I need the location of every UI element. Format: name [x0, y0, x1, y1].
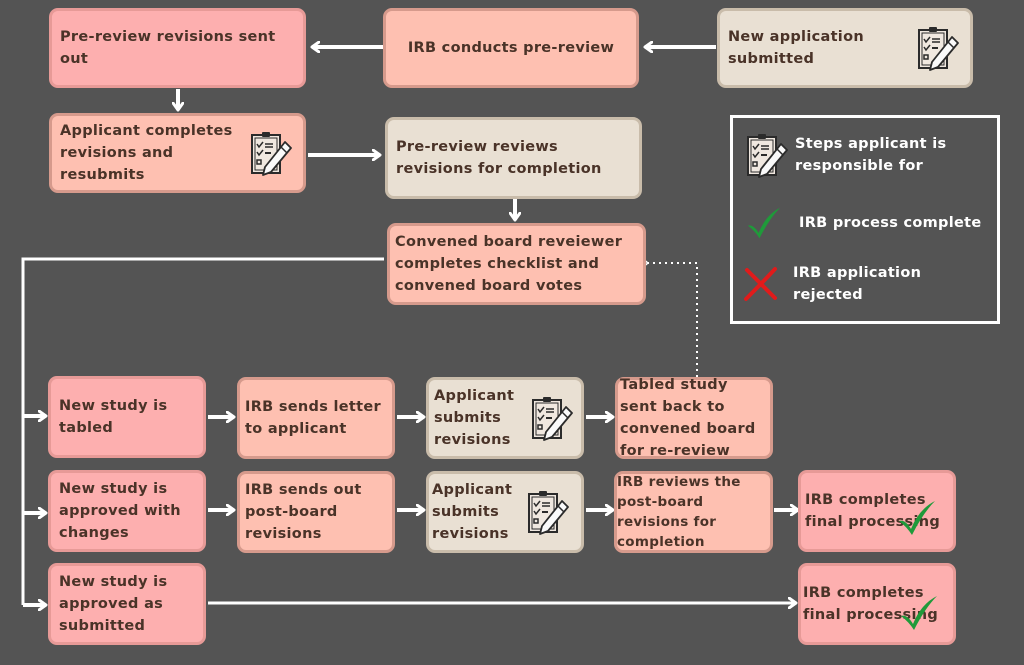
node-label: IRB completes final processing [803, 585, 939, 623]
legend-label: IRB application rejected [793, 265, 922, 303]
node-label: New application submitted [728, 29, 864, 67]
node-approved-submitted: New study is approved as submitted [48, 563, 206, 645]
node-label: IRB sends out post-board revisions [245, 482, 362, 542]
edge-sentback-to-board-dotted [642, 258, 698, 377]
node-convened-board: Convened board reveiewer completes check… [387, 223, 646, 305]
clipboard-icon [528, 490, 569, 535]
checkmark-icon [747, 207, 781, 239]
node-label: Convened board reveiewer completes check… [395, 234, 623, 294]
node-label: IRB conducts pre-review [407, 40, 615, 56]
node-applicant-completes: Applicant completes revisions and resubm… [49, 113, 306, 193]
clipboard-icon [918, 26, 959, 71]
node-applicant-submits-1: Applicant submits revisions [426, 377, 584, 459]
node-label: New study is tabled [59, 398, 168, 436]
node-label: IRB sends letter to applicant [245, 399, 381, 437]
cross-icon [744, 267, 777, 301]
node-label: Applicant submits revisions [434, 388, 515, 448]
clipboard-icon [532, 396, 573, 441]
node-label: Applicant submits revisions [432, 482, 513, 542]
node-label: Applicant completes revisions and resubm… [60, 123, 233, 183]
node-new-application: New application submitted [717, 8, 973, 88]
clipboard-icon [747, 133, 788, 178]
edge-board-trunk [21, 257, 384, 605]
legend-item-applicant: Steps applicant is responsible for [745, 132, 955, 178]
legend-label: Steps applicant is responsible for [795, 136, 947, 174]
node-sends-letter: IRB sends letter to applicant [237, 377, 395, 459]
node-applicant-submits-2: Applicant submits revisions [426, 471, 584, 553]
node-final-processing-1: IRB completes final processing [798, 470, 956, 552]
node-label: Tabled study sent back to convened board… [620, 377, 756, 459]
node-tabled-sent-back: Tabled study sent back to convened board… [615, 377, 773, 459]
node-label: IRB reviews the post-board revisions for… [617, 474, 741, 550]
legend-item-rejected: IRB application rejected [743, 262, 933, 306]
node-irb-reviews-postboard: IRB reviews the post-board revisions for… [614, 471, 773, 553]
node-label: Pre-review reviews revisions for complet… [396, 139, 602, 177]
node-label: New study is approved as submitted [59, 574, 168, 634]
node-prereview-revisions-sent: Pre-review revisions sent out [49, 8, 306, 88]
node-approved-changes: New study is approved with changes [48, 470, 206, 552]
node-prereview-reviews: Pre-review reviews revisions for complet… [385, 117, 642, 199]
node-sends-postboard: IRB sends out post-board revisions [237, 471, 395, 553]
node-label: Pre-review revisions sent out [60, 29, 276, 67]
node-irb-prereview: IRB conducts pre-review [383, 8, 639, 88]
node-label: New study is approved with changes [59, 481, 181, 541]
checkmark-icon [901, 596, 937, 630]
node-tabled: New study is tabled [48, 376, 206, 458]
checkmark-icon [899, 501, 935, 535]
legend-item-complete: IRB process complete [745, 206, 982, 240]
node-final-processing-2: IRB completes final processing [798, 563, 956, 645]
legend: Steps applicant is responsible for IRB p… [730, 115, 1000, 324]
legend-label: IRB process complete [799, 215, 982, 231]
clipboard-icon [251, 131, 292, 176]
